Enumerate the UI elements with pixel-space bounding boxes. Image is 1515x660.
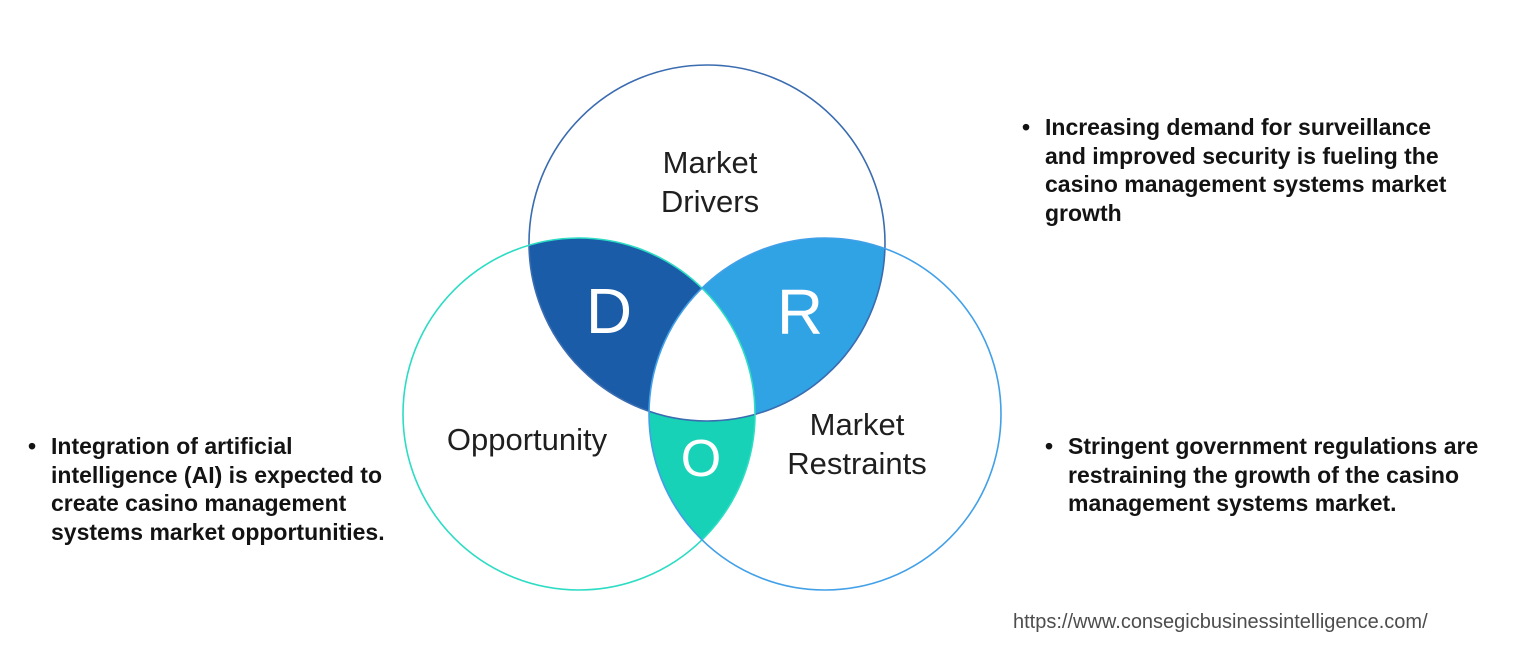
label-line: Market <box>809 407 905 442</box>
bullet-line: and improved security is fueling the <box>1045 142 1439 169</box>
label-line: Market <box>662 145 758 180</box>
bullet-marker: • <box>1022 114 1031 140</box>
bullet-line: restraining the growth of the casino <box>1068 461 1460 488</box>
restraints-circle-outline <box>648 237 1002 591</box>
bullet-line: create casino management <box>51 490 347 516</box>
bullet-right-top: • Increasing demand for surveillance and… <box>1022 113 1446 227</box>
bullet-line: management systems market. <box>1068 490 1397 516</box>
bullet-text: Integration of artificial intelligence (… <box>51 432 385 546</box>
bullet-left: • Integration of artificial intelligence… <box>28 432 385 546</box>
bullet-text: Increasing demand for surveillance and i… <box>1045 113 1446 227</box>
letter-o: O <box>681 430 721 488</box>
bullet-line: Integration of artificial <box>51 433 293 459</box>
label-opportunity: Opportunity <box>447 420 607 459</box>
label-market-restraints: Market Restraints <box>787 405 927 483</box>
bullet-marker: • <box>28 433 37 459</box>
bullet-line: systems market opportunities. <box>51 518 385 545</box>
label-line: Restraints <box>787 446 927 481</box>
letter-d: D <box>586 275 632 347</box>
label-line: Opportunity <box>446 422 608 457</box>
label-line: Drivers <box>660 184 760 219</box>
drivers-circle-outline <box>528 64 886 422</box>
letter-r: R <box>777 276 823 348</box>
bullet-right-bottom: • Stringent government regulations are r… <box>1045 432 1478 518</box>
bullet-line: Stringent government regulations are <box>1068 433 1479 459</box>
source-url: https://www.consegicbusinessintelligence… <box>1013 611 1428 633</box>
bullet-text: Stringent government regulations are res… <box>1068 432 1478 518</box>
bullet-line: growth <box>1045 199 1122 226</box>
label-market-drivers: Market Drivers <box>661 143 759 221</box>
bullet-line: Increasing demand for surveillance <box>1045 114 1432 140</box>
opportunity-circle-outline <box>402 237 756 591</box>
bullet-line: casino management systems market <box>1045 171 1447 197</box>
bullet-marker: • <box>1045 433 1054 459</box>
bullet-line: intelligence (AI) is expected to <box>51 461 383 488</box>
